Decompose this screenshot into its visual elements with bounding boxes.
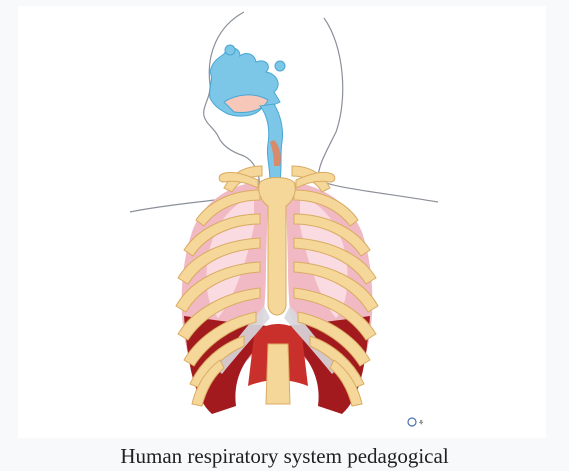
upper-airway: [210, 45, 285, 182]
cc-license-icon: ⚘: [408, 418, 424, 427]
figure-caption: Human respiratory system pedagogical: [0, 442, 569, 470]
respiratory-system-illustration: ⚘: [18, 6, 546, 438]
svg-text:⚘: ⚘: [418, 419, 424, 427]
respiratory-diagram-svg: ⚘: [18, 6, 546, 438]
